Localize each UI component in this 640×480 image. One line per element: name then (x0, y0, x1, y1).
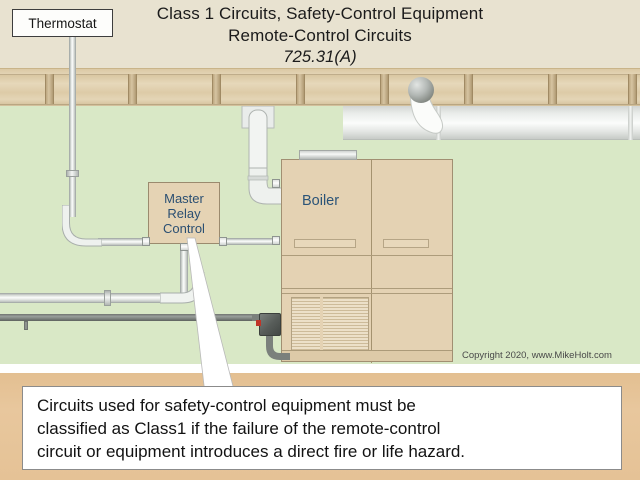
ceiling-joist (548, 74, 557, 104)
ceiling-joist (212, 74, 221, 104)
ceiling-seam-top (0, 74, 640, 75)
caption-panel: Circuits used for safety-control equipme… (22, 386, 622, 470)
ceiling-joist (296, 74, 305, 104)
boiler-flue-plate (299, 150, 357, 160)
relay-drop-conduit (180, 248, 188, 296)
callout-leader-line (186, 237, 236, 394)
boiler-seam (282, 293, 452, 294)
relay-label-line-1: Master (164, 190, 204, 206)
boiler-label: Boiler (302, 193, 340, 209)
boiler-access-slot (294, 239, 356, 248)
floor-edge-strip (0, 364, 640, 373)
conduit-elbow-from-jbox-icon (266, 334, 290, 360)
ceiling-seam-bottom (0, 104, 640, 105)
boiler-unit: Boiler (281, 159, 453, 363)
pipe-elbow-icon (160, 272, 205, 304)
floor-supply-pipe (0, 293, 168, 303)
boiler-connector-left (272, 236, 280, 245)
boiler-panel-divider (371, 160, 372, 363)
boiler-vent-grille (291, 297, 369, 351)
wall-under-duct (343, 140, 640, 150)
ceiling-joist (628, 74, 637, 104)
caption-line-3: circuit or equipment introduces a direct… (37, 442, 466, 461)
relay-label-line-3: Control (163, 220, 205, 236)
ceiling-joist (380, 74, 389, 104)
title-line-1: Class 1 Circuits, Safety-Control Equipme… (156, 4, 484, 23)
thermostat-label: Thermostat (12, 9, 113, 37)
caption-line-1: Circuits used for safety-control equipme… (37, 396, 416, 415)
ceiling-joist-band (0, 68, 640, 107)
thermostat-conduit-vertical (69, 37, 76, 217)
boiler-seam (282, 288, 452, 289)
boiler-vent-divider (320, 297, 323, 351)
boiler-connector-upper (272, 179, 280, 188)
conduit-strap (24, 321, 28, 330)
master-relay-control-box: Master Relay Control (148, 182, 220, 244)
conduit-coupling (66, 170, 79, 177)
ceiling-joist (464, 74, 473, 104)
ceiling-joist (45, 74, 54, 104)
boiler-flue-pipe-icon (241, 106, 287, 205)
relay-connector-right (219, 237, 227, 246)
relay-to-boiler-conduit (227, 238, 275, 245)
conduit-elbow-icon (62, 205, 102, 247)
title-line-2: Remote-Control Circuits (228, 26, 412, 45)
boiler-access-slot (383, 239, 429, 248)
ceiling-duct (343, 106, 640, 140)
relay-label-line-2: Relay (167, 205, 201, 221)
floor-electrical-conduit (0, 314, 262, 321)
relay-feed-conduit (98, 238, 150, 246)
pipe-coupling (104, 290, 111, 306)
copyright-notice: Copyright 2020, www.MikeHolt.com (462, 350, 612, 361)
ceiling-joist (128, 74, 137, 104)
title-code-reference: 725.31(A) (283, 48, 357, 66)
duct-seam (628, 106, 633, 140)
boiler-seam (282, 255, 452, 256)
caption-line-2: classified as Class1 if the failure of t… (37, 419, 441, 438)
relay-connector-left (142, 237, 150, 246)
boiler-base-plinth (282, 350, 452, 361)
ceiling-fixture-sphere (408, 77, 434, 103)
junction-box-indicator (256, 320, 261, 326)
